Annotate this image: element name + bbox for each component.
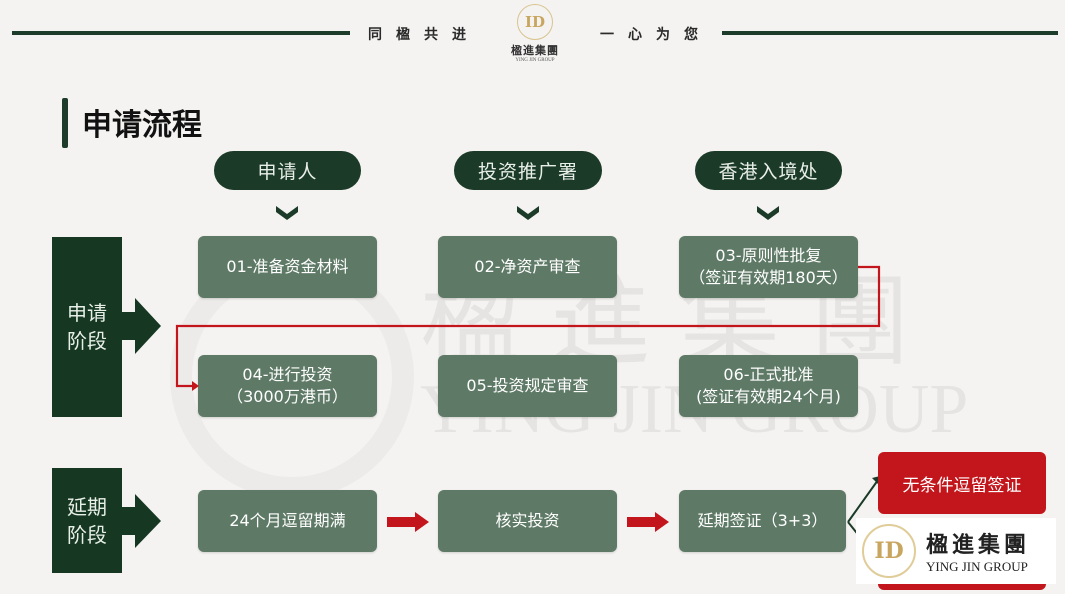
chevron-down-icon [757, 206, 779, 220]
column-header-investhk: 投资推广署 [454, 151, 602, 190]
step-subtext: （签证有效期180天） [689, 268, 848, 287]
extension-box-2: 核实投资 [438, 490, 617, 552]
extension-box-3: 延期签证（3+3） [679, 490, 846, 552]
header-rule-left [12, 31, 350, 35]
logo-mark-icon: ID [517, 4, 553, 40]
step-text: 03-原则性批复 [715, 246, 822, 265]
step-subtext: （3000万港币） [227, 387, 348, 406]
step-text: 06-正式批准 [723, 365, 814, 384]
step-box-03: 03-原则性批复 （签证有效期180天） [679, 236, 858, 298]
corner-logo-en: YING JIN GROUP [926, 559, 1028, 574]
stage-arrow-icon [121, 298, 161, 354]
step-text: 核实投资 [495, 511, 560, 530]
stage-label-line1: 延期 [67, 494, 107, 519]
stage-extension: 延期阶段 [52, 468, 122, 573]
step-text: 04-进行投资 [242, 365, 333, 384]
step-box-05: 05-投资规定审查 [438, 355, 617, 417]
chevron-down-icon [276, 206, 298, 220]
step-text: 02-净资产审查 [474, 257, 581, 276]
page-title: 申请流程 [82, 108, 202, 143]
step-box-06: 06-正式批准 (签证有效期24个月) [679, 355, 858, 417]
logo-cn-text: 楹進集團 [511, 44, 559, 57]
arrow-right-icon [387, 512, 429, 532]
step-text: 24个月逗留期满 [229, 511, 346, 530]
stage-label-line2: 阶段 [67, 522, 107, 547]
logo-mark-icon: ID [862, 524, 916, 578]
chevron-down-icon [517, 206, 539, 220]
column-header-immigration: 香港入境处 [695, 151, 842, 190]
step-text: 05-投资规定审查 [466, 376, 589, 395]
stage-application: 申请阶段 [52, 237, 122, 417]
slogan-left: 同楹共进 [368, 27, 480, 43]
step-text: 延期签证（3+3） [697, 511, 828, 530]
column-header-applicant: 申请人 [214, 151, 361, 190]
title-accent-bar [62, 98, 68, 148]
arrow-right-icon [627, 512, 669, 532]
step-box-01: 01-准备资金材料 [198, 236, 377, 298]
extension-box-1: 24个月逗留期满 [198, 490, 377, 552]
outcome-unconditional-stay: 无条件逗留签证 [878, 452, 1046, 514]
corner-logo: ID 楹進集團 YING JIN GROUP [856, 518, 1056, 584]
step-subtext: (签证有效期24个月) [696, 387, 841, 406]
corner-logo-cn: 楹進集團 [926, 532, 1031, 558]
connector-03-to-04 [175, 265, 881, 391]
header-rule-right [722, 31, 1058, 35]
slogan-right: 一心为您 [600, 27, 712, 43]
stage-arrow-icon [121, 494, 161, 548]
step-text: 01-准备资金材料 [226, 257, 349, 276]
step-box-04: 04-进行投资 （3000万港币） [198, 355, 377, 417]
step-box-02: 02-净资产审查 [438, 236, 617, 298]
stage-label-line2: 阶段 [67, 329, 107, 353]
header-logo: ID 楹進集團 YING JIN GROUP [505, 4, 565, 63]
stage-label-line1: 申请 [67, 301, 107, 325]
logo-en-text: YING JIN GROUP [515, 58, 555, 63]
